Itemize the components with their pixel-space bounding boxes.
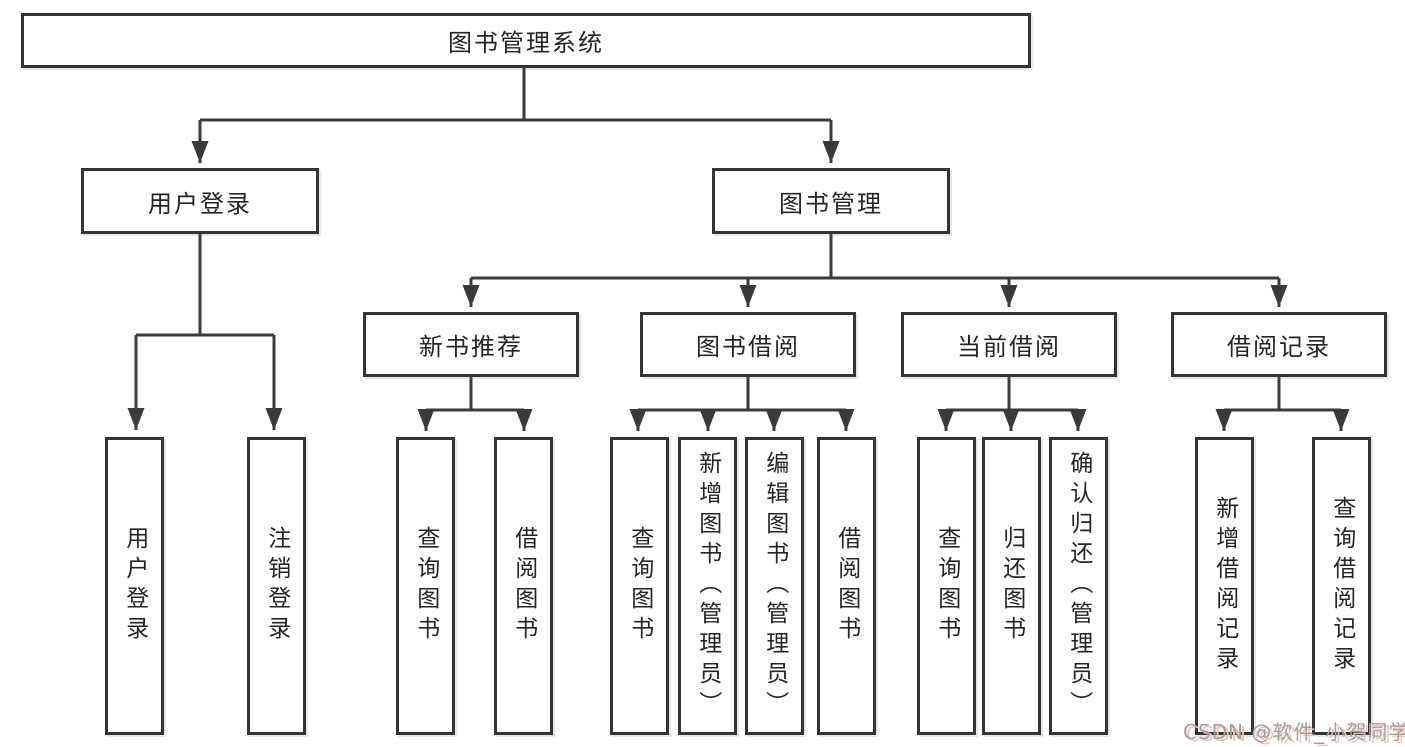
leaf-confirm-return-admin: 确认归还（管理员） — [1049, 437, 1108, 735]
leaf-return-books: 归还图书 — [982, 437, 1041, 735]
node-borrowing-records: 借阅记录 — [1171, 312, 1387, 377]
leaf-query-books-current: 查询图书 — [917, 437, 976, 735]
node-library-management-system: 图书管理系统 — [21, 13, 1031, 68]
leaf-add-books-admin: 新增图书（管理员） — [678, 437, 737, 735]
leaf-query-books-recommend: 查询图书 — [396, 437, 455, 735]
csdn-watermark: CSDN @软件_小贺同学 — [1183, 720, 1405, 744]
leaf-edit-books-admin: 编辑图书（管理员） — [745, 437, 804, 735]
leaf-borrow-books-borrowing: 借阅图书 — [817, 437, 876, 735]
node-book-management: 图书管理 — [712, 168, 950, 234]
leaf-query-books-borrowing: 查询图书 — [610, 437, 669, 735]
leaf-logout: 注销登录 — [247, 437, 306, 735]
node-new-book-recommendation: 新书推荐 — [363, 312, 579, 377]
leaf-user-login: 用户登录 — [105, 437, 164, 735]
node-user-login: 用户登录 — [81, 168, 319, 234]
node-current-borrowing: 当前借阅 — [901, 312, 1117, 377]
leaf-borrow-books-recommend: 借阅图书 — [494, 437, 553, 735]
leaf-add-borrow-record: 新增借阅记录 — [1195, 437, 1254, 735]
node-book-borrowing: 图书借阅 — [640, 312, 856, 377]
leaf-query-borrow-record: 查询借阅记录 — [1312, 437, 1371, 735]
